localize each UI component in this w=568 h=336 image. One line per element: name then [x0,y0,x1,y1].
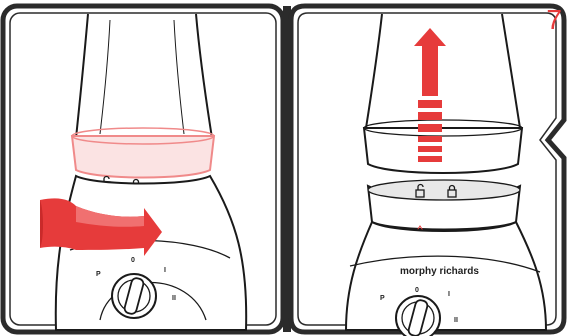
step-number: 7 [546,4,562,35]
knob-label-speed-2: II [172,295,176,302]
knob-label-speed-1: I [448,291,450,298]
knob-label-speed-2: II [454,317,458,324]
knob-label-pulse: P [380,295,385,302]
knob-label-off: 0 [131,257,135,264]
rotate-arrow [40,198,162,256]
speed-control-knob [395,295,441,336]
locking-collar [362,127,524,174]
knob-label-speed-1: I [164,267,166,274]
collar-rim [71,127,215,145]
lift-arrow [414,28,446,162]
blender-base [344,220,548,331]
knob-label-off: 0 [415,287,419,294]
blender-jar [364,13,522,129]
panel-divider [283,6,291,332]
base-panel-curve [349,255,541,273]
knob-label-pulse: P [96,271,101,278]
lock-icon [447,184,457,198]
panel-left: P 0 I II [0,3,286,335]
collar-rim [363,119,523,137]
speed-control-knob [111,273,157,319]
jar-ridge [99,19,111,135]
brand-logo: morphy richards [400,266,479,277]
panel-right: morphy richards P 0 I II [288,3,567,336]
unlock-icon [415,183,425,198]
coupling-top [367,179,521,201]
locking-collar [70,135,216,179]
panel-right-inner-frame [297,12,557,326]
jar-ridge [173,19,185,135]
blender-jar [74,13,214,139]
